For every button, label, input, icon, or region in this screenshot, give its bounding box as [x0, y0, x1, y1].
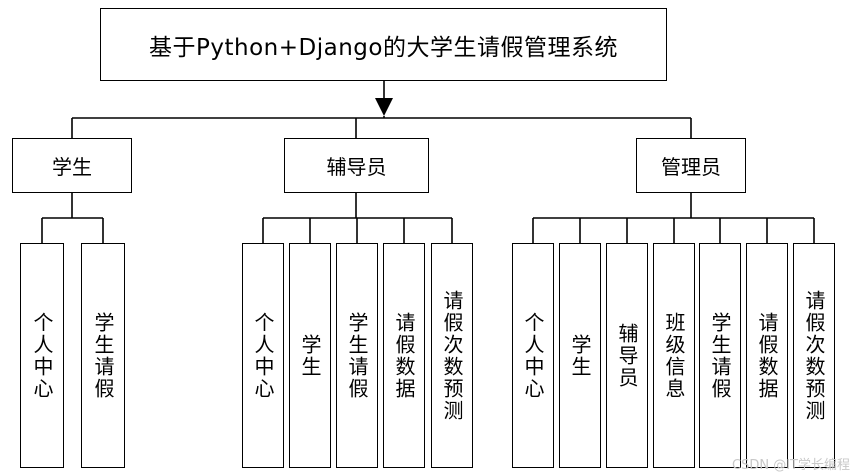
leaf-admin-counselor: 辅导员 [606, 243, 648, 468]
leaf-label: 个人中心 [30, 311, 54, 400]
node-admin-label: 管理员 [661, 155, 721, 179]
root-label: 基于Python+Django的大学生请假管理系统 [149, 34, 618, 61]
leaf-student-leave: 学生请假 [81, 243, 125, 468]
leaf-counselor-leave-forecast: 请假次数预测 [431, 243, 473, 468]
node-student: 学生 [12, 138, 132, 193]
node-student-label: 学生 [52, 155, 92, 179]
leaf-label: 学生请假 [708, 311, 732, 400]
leaf-counselor-student: 学生 [289, 243, 331, 468]
leaf-label: 请假数据 [392, 311, 416, 400]
watermark: CSDN @IT学长编程 [732, 458, 850, 473]
leaf-label: 请假次数预测 [802, 289, 826, 422]
root-node: 基于Python+Django的大学生请假管理系统 [100, 8, 667, 81]
leaf-admin-leave-forecast: 请假次数预测 [793, 243, 835, 468]
leaf-label: 学生 [298, 333, 322, 378]
leaf-label: 学生 [568, 333, 592, 378]
leaf-label: 请假数据 [755, 311, 779, 400]
leaf-label: 个人中心 [251, 311, 275, 400]
arrow-head [375, 98, 393, 116]
leaf-label: 辅导员 [615, 322, 639, 389]
leaf-student-personal-center: 个人中心 [20, 243, 64, 468]
node-counselor-label: 辅导员 [326, 155, 387, 179]
leaf-label: 请假次数预测 [440, 289, 464, 422]
leaf-counselor-leave-data: 请假数据 [383, 243, 425, 468]
leaf-admin-student: 学生 [559, 243, 601, 468]
leaf-label: 班级信息 [662, 311, 686, 400]
leaf-label: 学生请假 [345, 311, 369, 400]
node-admin: 管理员 [636, 138, 746, 193]
leaf-counselor-student-leave: 学生请假 [336, 243, 378, 468]
leaf-label: 个人中心 [521, 311, 545, 400]
leaf-admin-personal-center: 个人中心 [512, 243, 554, 468]
leaf-admin-student-leave: 学生请假 [699, 243, 741, 468]
leaf-label: 学生请假 [91, 311, 115, 400]
leaf-counselor-personal-center: 个人中心 [242, 243, 284, 468]
leaf-admin-leave-data: 请假数据 [746, 243, 788, 468]
node-counselor: 辅导员 [284, 138, 429, 193]
leaf-admin-class-info: 班级信息 [653, 243, 695, 468]
